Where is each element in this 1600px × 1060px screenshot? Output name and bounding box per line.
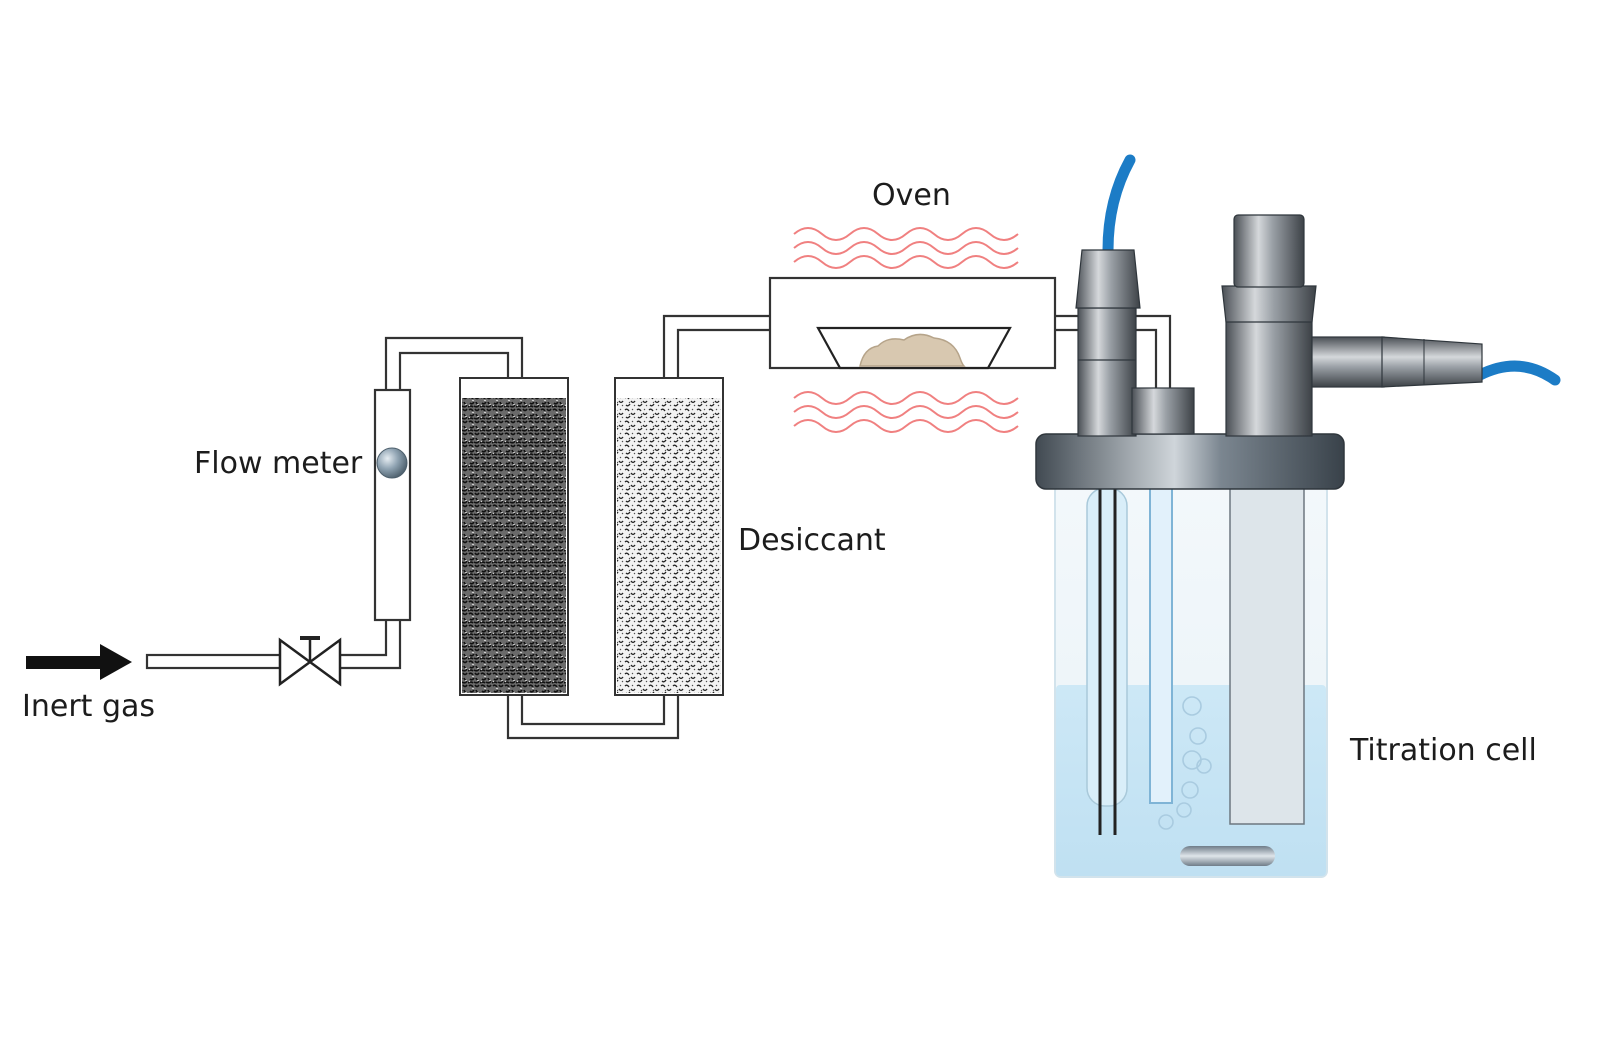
valve-icon bbox=[278, 636, 342, 687]
desiccant-column-1 bbox=[459, 377, 569, 696]
cell-lid bbox=[1035, 433, 1345, 490]
cable-right bbox=[1474, 360, 1561, 386]
inert-gas-label: Inert gas bbox=[22, 689, 155, 724]
desiccant-column-2 bbox=[614, 377, 724, 696]
titration-cell bbox=[1035, 154, 1561, 878]
stir-bar bbox=[1180, 846, 1275, 866]
flow-meter-ball-icon bbox=[376, 447, 408, 479]
heat-waves-top bbox=[793, 227, 1019, 269]
cable-top bbox=[1102, 154, 1136, 256]
flow-meter-label: Flow meter bbox=[194, 446, 363, 481]
gas-tubing bbox=[145, 314, 1172, 740]
gas-bubbles bbox=[1158, 696, 1212, 830]
heat-waves-bottom bbox=[793, 391, 1019, 433]
desiccant-label: Desiccant bbox=[738, 523, 886, 558]
oven-label: Oven bbox=[872, 178, 951, 213]
inert-gas-arrow-icon bbox=[26, 644, 132, 680]
oven bbox=[768, 276, 1057, 370]
titration-cell-label: Titration cell bbox=[1349, 733, 1537, 768]
